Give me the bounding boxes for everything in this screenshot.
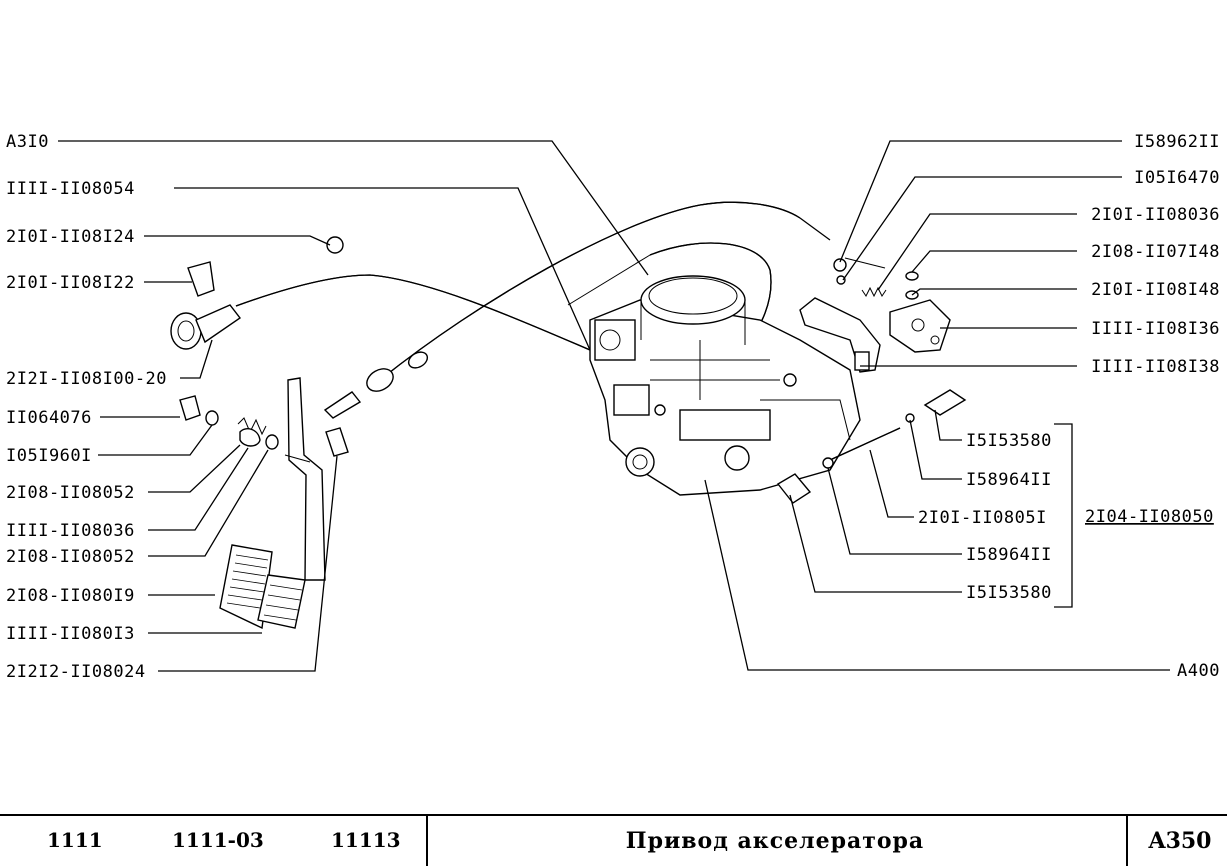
callout-2101-1108124: 2I0I-II08I24	[6, 227, 135, 247]
callout-2108-1107148: 2I08-II07I48	[1091, 242, 1220, 262]
model-1111-03: 1111-03	[172, 828, 264, 852]
callout-15896411-b: I58964II	[966, 545, 1052, 565]
assembly-label-2104-1108050: 2I04-II08050	[1085, 507, 1214, 527]
callout-1111-1108054: IIII-II08054	[6, 179, 135, 199]
callout-1111-1108013: IIII-II080I3	[6, 624, 135, 644]
footer: 1111 1111-03 11113 Привод акселератора A…	[0, 814, 1227, 866]
callout-15153580-b: I5I53580	[966, 583, 1052, 603]
callout-labels-right: I58962II I05I6470 2I0I-II08036 2I08-II07…	[918, 132, 1220, 681]
callout-1111-1108138: IIII-II08I38	[1091, 357, 1220, 377]
carburetor	[589, 275, 861, 496]
callout-2108-1108052-b: 2I08-II08052	[6, 547, 135, 567]
page-code: A350	[1148, 828, 1212, 854]
callout-11064076: II064076	[6, 408, 92, 428]
callout-15153580-a: I5I53580	[966, 431, 1052, 451]
leader-lines-right	[704, 140, 1170, 671]
callout-1111-1108136: IIII-II08I36	[1091, 319, 1220, 339]
callout-2101-1108148: 2I0I-II08I48	[1091, 280, 1220, 300]
callout-A310: A3I0	[6, 132, 49, 152]
model-1111: 1111	[47, 828, 103, 852]
callout-2108-1108019: 2I08-II080I9	[6, 586, 135, 606]
callout-15896411-a: I58964II	[966, 470, 1052, 490]
callout-2101-1108036: 2I0I-II08036	[1091, 205, 1220, 225]
leader-lines-left	[58, 140, 649, 672]
pedal-assembly	[179, 377, 349, 630]
page-title: Привод акселератора	[626, 828, 924, 854]
callout-10519601: I05I960I	[6, 446, 92, 466]
model-11113: 11113	[331, 828, 401, 852]
callout-A400: A400	[1177, 661, 1220, 681]
callout-15896211: I58962II	[1134, 132, 1220, 152]
rod-assembly	[776, 389, 967, 504]
callout-2121-1108100-20: 2I2I-II08I00-20	[6, 369, 167, 389]
callout-21212-1108024: 2I2I2-II08024	[6, 662, 146, 682]
accelerator-cable	[235, 201, 831, 419]
cable-grommet	[170, 236, 344, 350]
callout-2108-1108052-a: 2I08-II08052	[6, 483, 135, 503]
callout-2101-1108051: 2I0I-II0805I	[918, 508, 1047, 528]
throttle-bracket	[799, 257, 951, 373]
callout-10516470: I05I6470	[1134, 168, 1220, 188]
callout-labels-left: A3I0 IIII-II08054 2I0I-II08I24 2I0I-II08…	[6, 132, 167, 682]
callout-1111-1108036: IIII-II08036	[6, 521, 135, 541]
callout-2101-1108122: 2I0I-II08I22	[6, 273, 135, 293]
